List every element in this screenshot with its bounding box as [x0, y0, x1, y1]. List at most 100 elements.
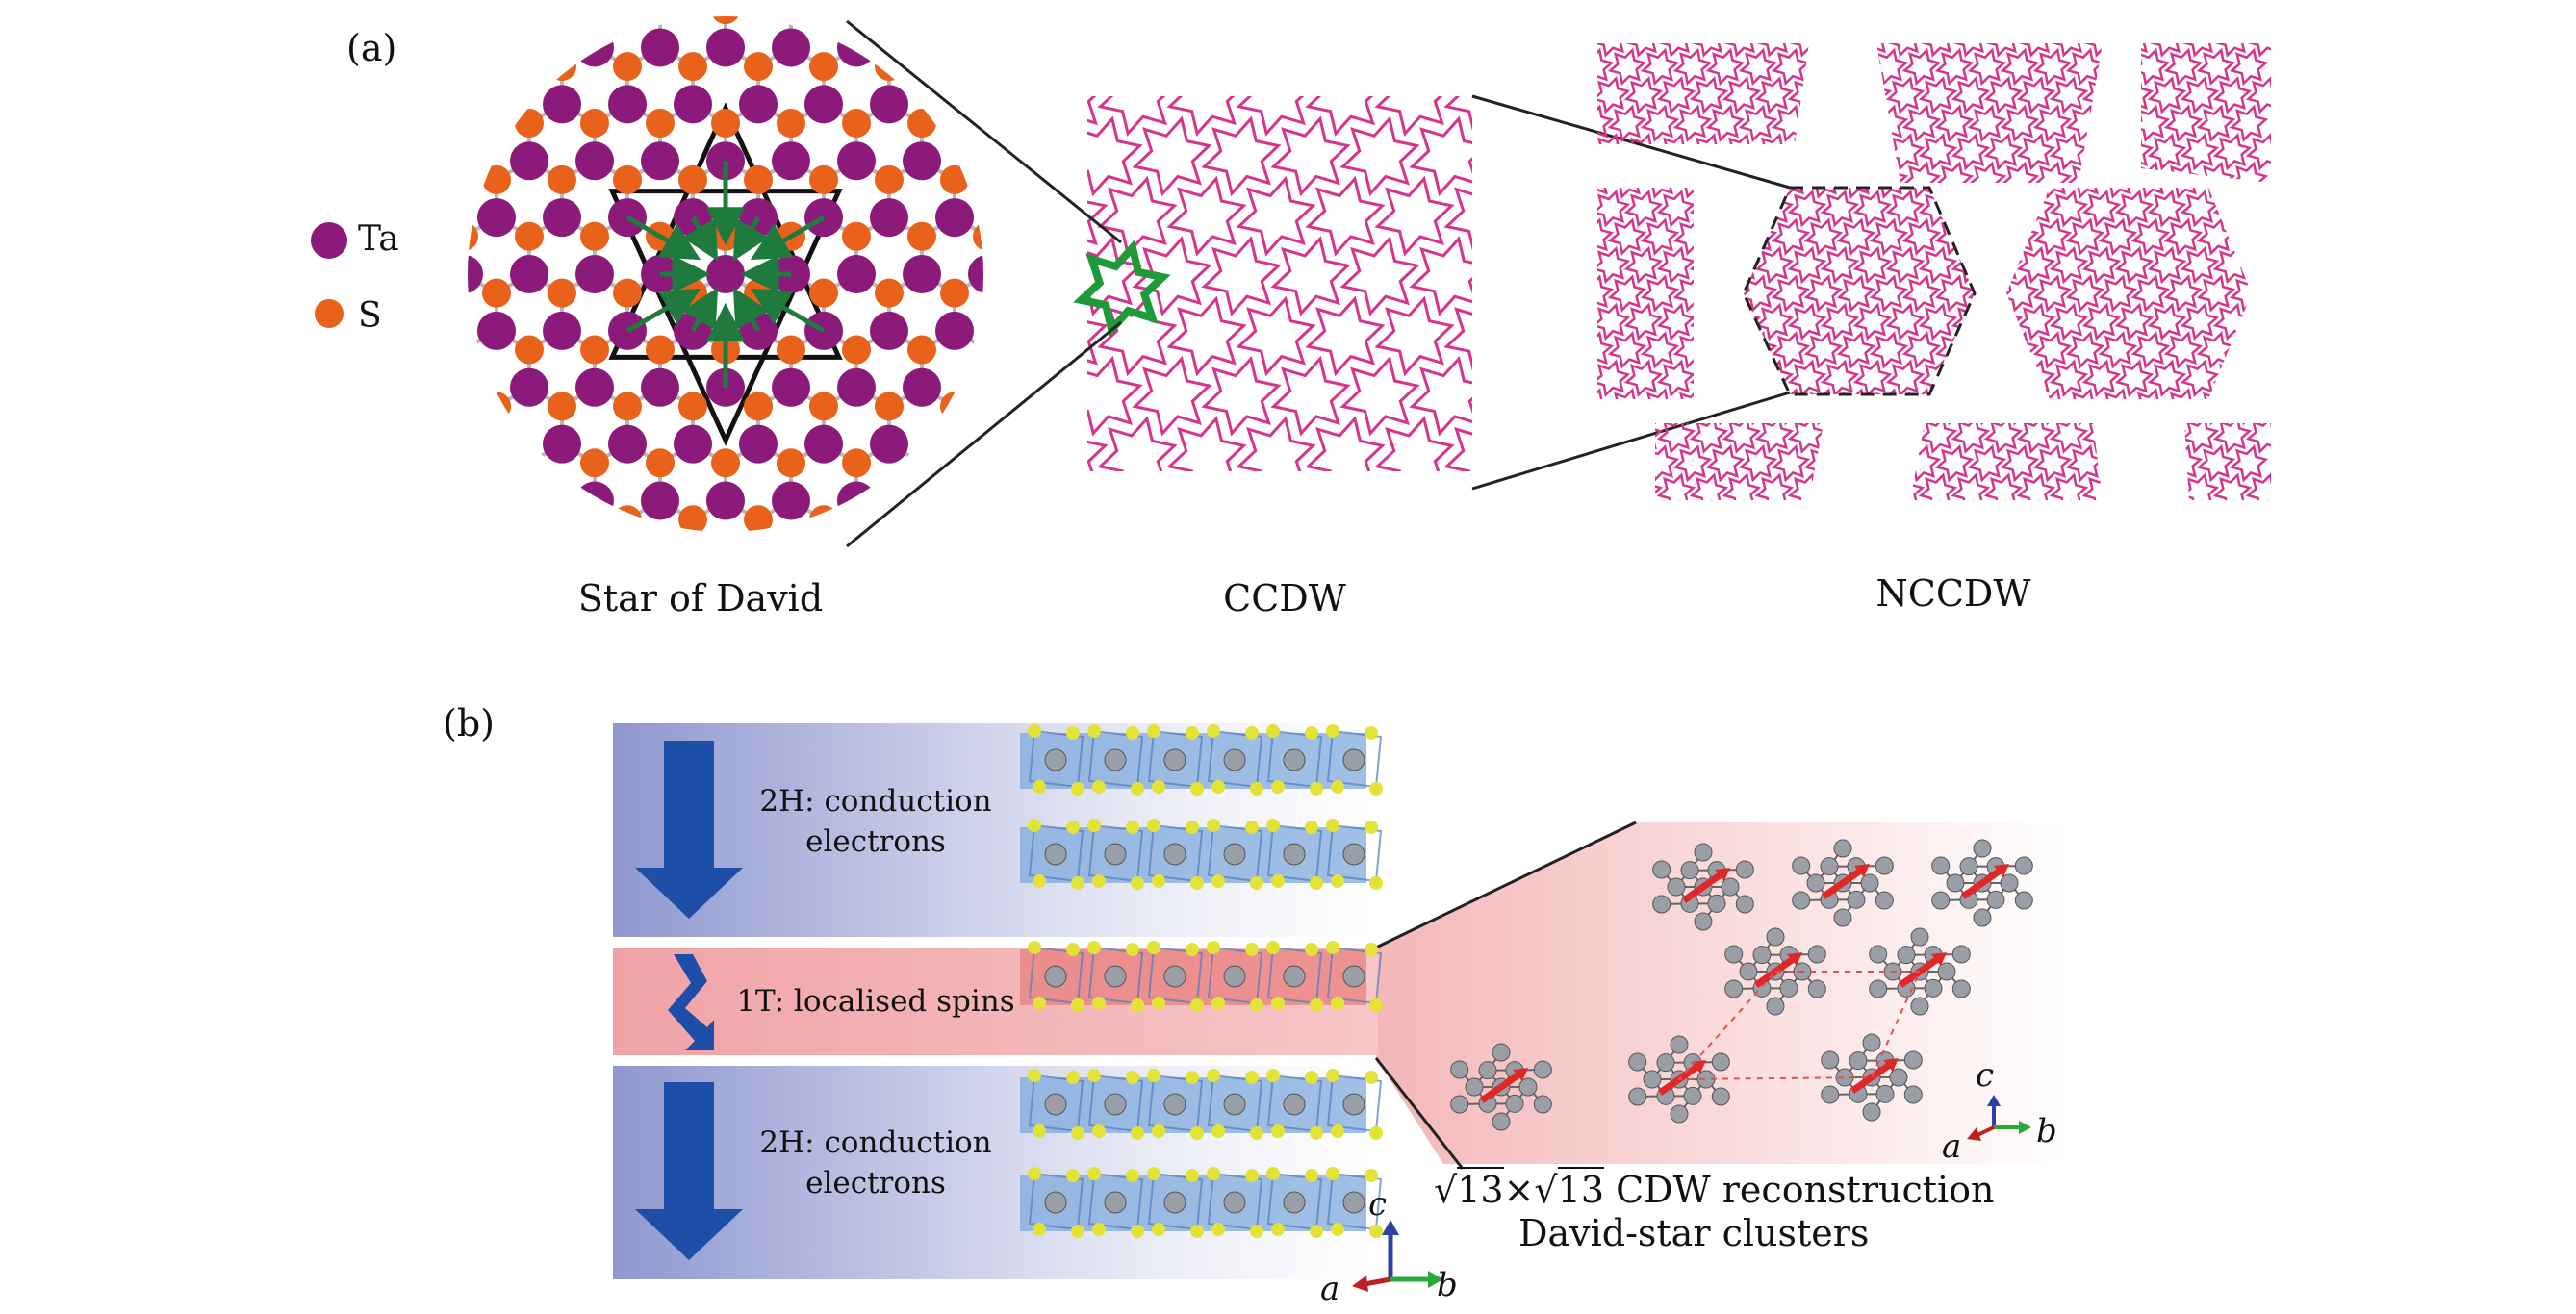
panel-a-tag: (a) — [346, 27, 397, 69]
sulfur-atom — [1092, 997, 1106, 1010]
metal-atom — [1104, 1191, 1127, 1214]
nccdw-star — [1607, 274, 1647, 313]
nccdw-star — [1689, 43, 1729, 58]
nccdw-star — [1951, 472, 1991, 500]
tantalum-atom — [837, 255, 876, 293]
nccdw-star — [1722, 76, 1762, 114]
nccdw-star — [1901, 161, 1942, 199]
nccdw-star — [2245, 76, 2271, 114]
tantalum-atom — [543, 311, 581, 350]
cluster-atom — [1752, 946, 1772, 965]
nccdw-star — [2229, 47, 2269, 87]
nccdw-star — [1803, 217, 1844, 256]
nccdw-star — [2081, 359, 2122, 398]
tantalum-atom — [674, 424, 712, 464]
ccdw-star — [1409, 236, 1472, 316]
nccdw-star — [1640, 217, 1680, 256]
cluster-atom — [1683, 1086, 1702, 1105]
sulfur-atom — [580, 448, 609, 478]
nccdw-star — [1787, 43, 1827, 58]
sulfur-atom — [646, 335, 675, 365]
phase-1t: 1T — [736, 984, 775, 1019]
cluster-atom — [1533, 1060, 1552, 1079]
tantalum-atom — [870, 311, 908, 350]
cluster-atom — [1875, 891, 1894, 910]
sulfur-atom — [1131, 876, 1144, 890]
ccdw-star — [1201, 236, 1282, 316]
nccdw-star — [2114, 302, 2155, 341]
sulfur-atom — [613, 164, 642, 194]
sulfur-atom — [548, 392, 576, 421]
ccdw-star — [1374, 96, 1444, 137]
cluster-atom — [1860, 873, 1879, 893]
metal-atom — [1104, 1093, 1127, 1116]
cluster-atom — [1628, 1087, 1647, 1106]
displacement-arrow — [750, 215, 826, 261]
nccdw-star — [1705, 47, 1746, 87]
reconstruction-line1: √13×√13 CDW reconstruction — [1434, 1167, 1995, 1211]
sqrt-sign-a: √ — [1434, 1169, 1458, 1211]
cluster-atom — [2000, 873, 2019, 893]
nccdw-star — [2212, 133, 2253, 171]
sulfur-atom — [1028, 1069, 1041, 1082]
nccdw-star — [1918, 302, 1958, 341]
nccdw-star — [1754, 302, 1795, 341]
nccdw-star — [2180, 472, 2220, 500]
nccdw-star — [2147, 359, 2187, 398]
sulfur-atom — [515, 335, 544, 365]
tantalum-atom — [608, 424, 647, 464]
cluster-atom — [1739, 962, 1758, 981]
sulfur-atom — [1250, 782, 1263, 796]
tantalum-atom — [706, 255, 745, 293]
nccdw-star — [1836, 274, 1876, 313]
tantalum-atom — [903, 367, 941, 407]
sulfur-atom — [1266, 724, 1280, 738]
nccdw-star — [2049, 359, 2089, 398]
nccdw-star — [2032, 161, 2073, 199]
metal-atom — [1163, 1093, 1186, 1116]
cluster-atom — [1450, 1095, 1469, 1114]
metal-atom — [1283, 1191, 1306, 1214]
sulfur-atom — [1186, 1169, 1199, 1182]
s-legend-label: S — [358, 296, 382, 336]
metal-atom — [1283, 965, 1306, 988]
nccdw-star — [1918, 43, 1958, 58]
nccdw-star — [2032, 104, 2073, 143]
cluster-atom — [2014, 891, 2033, 910]
nccdw-star — [1836, 331, 1876, 369]
ccdw-star — [1339, 115, 1420, 197]
cluster-atom — [1518, 1077, 1538, 1097]
ccdw-star — [1087, 355, 1143, 437]
sqrt-arg-a: 13 — [1457, 1167, 1504, 1211]
ccdw-star — [1339, 355, 1420, 437]
sulfur-atom — [1326, 724, 1339, 738]
ccdw-star — [1374, 175, 1455, 257]
nccdw-star — [2212, 472, 2253, 500]
cluster-atom — [1492, 1112, 1511, 1131]
sulfur-atom — [1066, 821, 1080, 834]
nccdw-star — [2196, 47, 2236, 87]
spin-arrow-head — [1994, 864, 2009, 877]
sulfur-atom — [1245, 943, 1259, 956]
ccdw-star — [1374, 295, 1455, 377]
ccdw-star — [1409, 115, 1472, 197]
cluster-atom — [1628, 1052, 1647, 1072]
nccdw-star — [1852, 245, 1893, 285]
ccdw-star — [1374, 416, 1455, 471]
nccdw-star — [1640, 331, 1680, 369]
sulfur-atom — [1310, 876, 1323, 890]
cluster-atom — [1931, 891, 1951, 910]
nccdw-star — [1885, 43, 1926, 58]
cluster-atom — [1903, 1050, 1923, 1070]
ccdw-star — [1087, 320, 1109, 366]
nccdw-star — [1597, 331, 1615, 369]
sulfur-atom — [1092, 780, 1106, 794]
sulfur-atom — [1369, 876, 1383, 890]
ccdw-star — [1132, 236, 1212, 316]
sulfur-atom — [1271, 1223, 1285, 1236]
nccdw-star — [1705, 104, 1746, 143]
sulfur-atom — [1326, 819, 1339, 832]
cluster-atom — [1533, 1095, 1552, 1114]
tantalum-atom — [870, 85, 908, 124]
bottom-conduction-label: 2H: conduction electrons — [759, 1123, 991, 1203]
